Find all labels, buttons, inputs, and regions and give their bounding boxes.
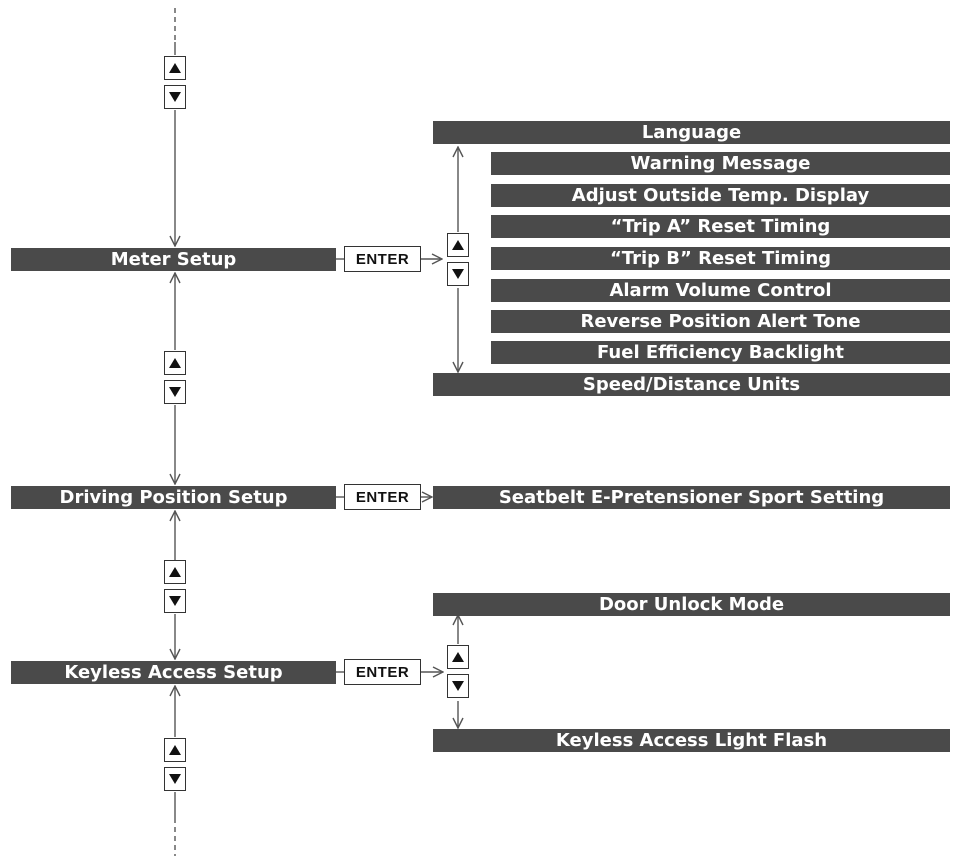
meter-item-label: Warning Message bbox=[630, 152, 811, 174]
meter-item-label: “Trip A” Reset Timing bbox=[610, 215, 831, 237]
meter-item-language[interactable]: Language bbox=[433, 121, 950, 144]
meter-item-label: Reverse Position Alert Tone bbox=[580, 310, 861, 332]
scroll-up-button[interactable] bbox=[164, 738, 186, 762]
keyless-access-setup-label: Keyless Access Setup bbox=[64, 661, 283, 683]
meter-item-label: Speed/Distance Units bbox=[582, 373, 801, 395]
meter-item-label: Fuel Efficiency Backlight bbox=[597, 341, 844, 363]
scroll-up-button[interactable] bbox=[164, 56, 186, 80]
meter-item-fuel-backlight[interactable]: Fuel Efficiency Backlight bbox=[491, 341, 950, 364]
meter-setup-label: Meter Setup bbox=[110, 248, 237, 270]
meter-item-alarm-volume[interactable]: Alarm Volume Control bbox=[491, 279, 950, 302]
keyless-item-light-flash[interactable]: Keyless Access Light Flash bbox=[433, 729, 950, 752]
meter-item-label: Alarm Volume Control bbox=[609, 279, 832, 301]
triangle-down-icon bbox=[452, 681, 464, 691]
scroll-down-button[interactable] bbox=[164, 589, 186, 613]
triangle-down-icon bbox=[169, 92, 181, 102]
triangle-up-icon bbox=[452, 240, 464, 250]
scroll-up-button[interactable] bbox=[164, 560, 186, 584]
keyless-item-label: Keyless Access Light Flash bbox=[555, 729, 828, 751]
meter-item-label: Adjust Outside Temp. Display bbox=[571, 184, 870, 206]
driving-position-setup-label: Driving Position Setup bbox=[59, 486, 288, 508]
scroll-down-button[interactable] bbox=[164, 380, 186, 404]
triangle-down-icon bbox=[169, 387, 181, 397]
meter-item-reverse-alert[interactable]: Reverse Position Alert Tone bbox=[491, 310, 950, 333]
driving-enter-label: ENTER bbox=[355, 488, 410, 506]
triangle-down-icon bbox=[169, 596, 181, 606]
driving-item-seatbelt[interactable]: Seatbelt E-Pretensioner Sport Setting bbox=[433, 486, 950, 509]
meter-item-label: “Trip B” Reset Timing bbox=[609, 247, 832, 269]
meter-item-label: Language bbox=[641, 121, 742, 143]
triangle-up-icon bbox=[169, 745, 181, 755]
triangle-down-icon bbox=[169, 774, 181, 784]
driving-item-label: Seatbelt E-Pretensioner Sport Setting bbox=[498, 486, 885, 508]
scroll-up-button[interactable] bbox=[164, 351, 186, 375]
triangle-down-icon bbox=[452, 269, 464, 279]
scroll-down-button[interactable] bbox=[164, 767, 186, 791]
meter-item-trip-b[interactable]: “Trip B” Reset Timing bbox=[491, 247, 950, 270]
meter-setup-bar[interactable]: Meter Setup bbox=[11, 248, 336, 271]
driving-enter-button[interactable]: ENTER bbox=[344, 484, 421, 510]
keyless-enter-label: ENTER bbox=[355, 663, 410, 681]
scroll-down-button[interactable] bbox=[164, 85, 186, 109]
triangle-up-icon bbox=[452, 652, 464, 662]
meter-enter-label: ENTER bbox=[355, 250, 410, 268]
meter-item-warning-message[interactable]: Warning Message bbox=[491, 152, 950, 175]
keyless-list-up-button[interactable] bbox=[447, 645, 469, 669]
meter-item-trip-a[interactable]: “Trip A” Reset Timing bbox=[491, 215, 950, 238]
keyless-enter-button[interactable]: ENTER bbox=[344, 659, 421, 685]
meter-enter-button[interactable]: ENTER bbox=[344, 246, 421, 272]
triangle-up-icon bbox=[169, 358, 181, 368]
keyless-list-down-button[interactable] bbox=[447, 674, 469, 698]
meter-item-speed-units[interactable]: Speed/Distance Units bbox=[433, 373, 950, 396]
keyless-item-door-unlock[interactable]: Door Unlock Mode bbox=[433, 593, 950, 616]
meter-item-outside-temp[interactable]: Adjust Outside Temp. Display bbox=[491, 184, 950, 207]
keyless-access-setup-bar[interactable]: Keyless Access Setup bbox=[11, 661, 336, 684]
triangle-up-icon bbox=[169, 63, 181, 73]
meter-list-down-button[interactable] bbox=[447, 262, 469, 286]
keyless-item-label: Door Unlock Mode bbox=[598, 593, 785, 615]
meter-list-up-button[interactable] bbox=[447, 233, 469, 257]
driving-position-setup-bar[interactable]: Driving Position Setup bbox=[11, 486, 336, 509]
triangle-up-icon bbox=[169, 567, 181, 577]
